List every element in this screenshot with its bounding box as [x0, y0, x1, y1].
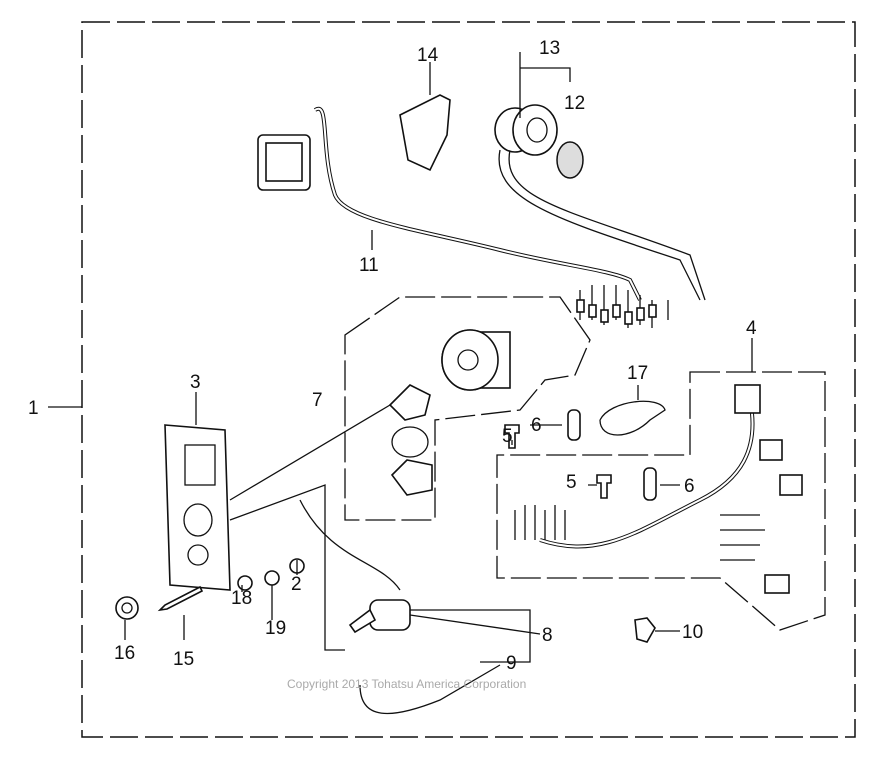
callout-2: 2: [291, 574, 302, 595]
callout-16: 16: [114, 643, 135, 664]
group-4-outline: [496, 371, 826, 631]
callout-7: 7: [312, 390, 323, 411]
part-10-clip: [634, 617, 656, 643]
copyright-text: Copyright 2013 Tohatsu America Corporati…: [287, 677, 526, 691]
callout-8: 8: [542, 625, 553, 646]
callout-leaders: [124, 52, 753, 663]
leader-lines: [229, 404, 391, 651]
part-17-clamp: [599, 400, 666, 436]
part-6-cap-b: [643, 467, 657, 501]
callout-18: 18: [231, 588, 252, 609]
callout-11: 11: [359, 255, 379, 276]
callout-6a: 6: [531, 415, 542, 436]
part-14-bracket: [399, 94, 451, 172]
callout-13: 13: [539, 38, 560, 59]
callout-4: 4: [746, 318, 757, 339]
part-5-bolt: [504, 424, 520, 449]
part-13-gauge: [494, 104, 706, 301]
callout-15: 15: [173, 649, 194, 670]
callout-5a: 5: [502, 426, 513, 447]
part-11-harness: [257, 106, 669, 328]
callout-3: 3: [190, 372, 201, 393]
assembly-border: [81, 21, 856, 738]
part-4-harness: [514, 384, 803, 594]
group-7-outline: [344, 296, 591, 521]
callout-14: 14: [417, 45, 439, 66]
part-8-stop-switch: [299, 499, 411, 634]
part-7-ignition-switch: [388, 329, 511, 496]
callout-10: 10: [682, 622, 703, 643]
callout-19: 19: [265, 618, 286, 639]
callout-6b: 6: [684, 476, 695, 497]
callout-9: 9: [506, 653, 517, 674]
part-5-bolt-b: [596, 474, 612, 499]
part-6-cap: [567, 409, 581, 441]
callout-1: 1: [28, 398, 39, 419]
callout-17: 17: [627, 363, 648, 384]
part-9-lanyard: [359, 664, 501, 715]
hardware: [115, 558, 305, 620]
callout-5b: 5: [566, 472, 577, 493]
part-3-panel: [164, 424, 231, 591]
part-12-seal: [556, 141, 584, 179]
callout-12: 12: [564, 93, 585, 114]
